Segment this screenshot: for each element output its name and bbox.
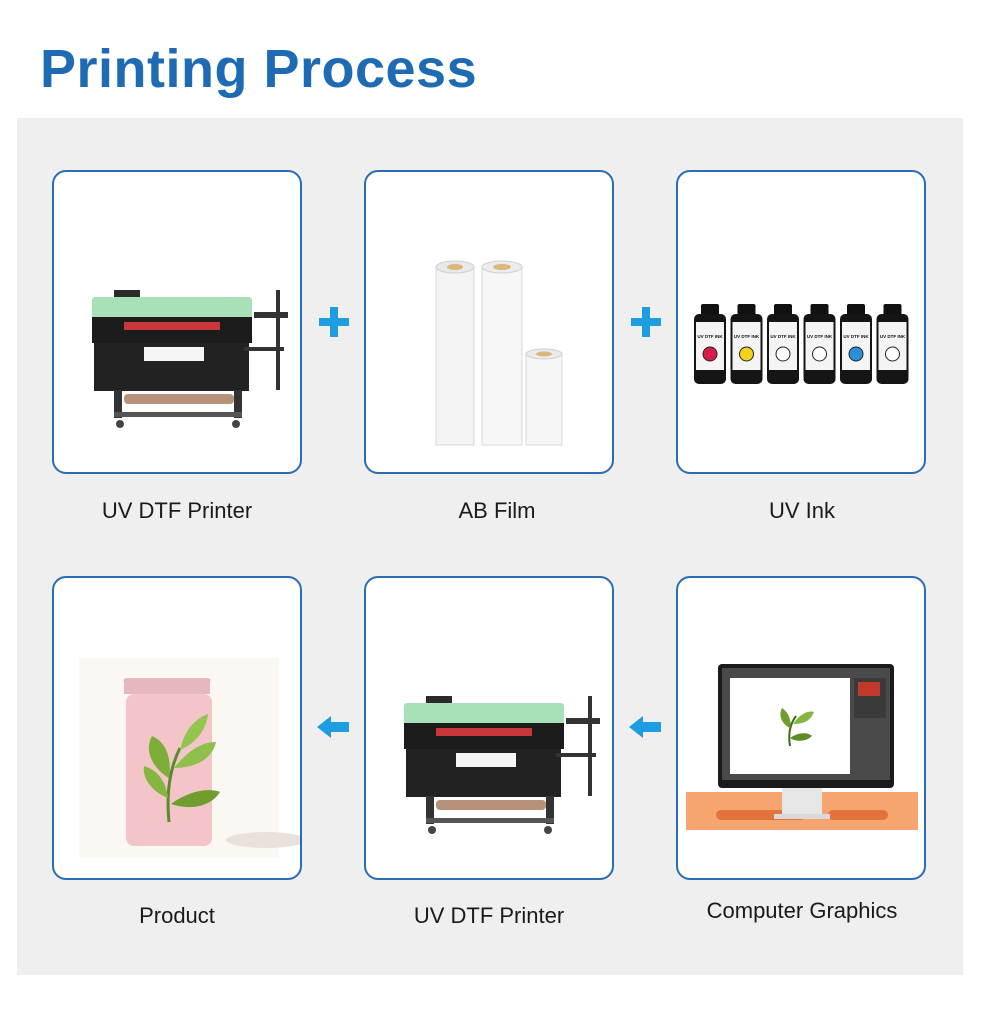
step-card-printer: [52, 170, 302, 474]
tin-box-icon: [54, 578, 300, 878]
ink-bottle-label: UV DTF INK: [807, 334, 833, 339]
step-card-printer-output: [364, 576, 614, 880]
ink-bottle-icon: UV DTF INK: [804, 304, 836, 384]
plus-icon: [317, 305, 351, 339]
step-card-product: [52, 576, 302, 880]
monitor-icon: [678, 578, 924, 878]
ink-bottle-label: UV DTF INK: [770, 334, 796, 339]
film-roll-icon: [366, 172, 612, 472]
arrow-left-icon: [315, 712, 351, 742]
ink-bottle-icon: UV DTF INK: [767, 304, 799, 384]
step-caption-printer-output: UV DTF Printer: [339, 903, 639, 929]
ink-bottle-label: UV DTF INK: [734, 334, 760, 339]
ink-bottle-label: UV DTF INK: [843, 334, 869, 339]
step-card-ink: UV DTF INK UV DTF INK UV DTF INK UV DTF INK…: [676, 170, 926, 474]
step-caption-computer: Computer Graphics: [652, 898, 952, 924]
ink-bottles-group: UV DTF INK UV DTF INK UV DTF INK UV DTF INK…: [678, 172, 924, 472]
step-card-film: [364, 170, 614, 474]
ink-bottle-icon: UV DTF INK: [877, 304, 909, 384]
step-caption-ink: UV Ink: [652, 498, 952, 524]
ink-bottle-label: UV DTF INK: [880, 334, 906, 339]
ink-bottle-icon: UV DTF INK: [694, 304, 726, 384]
printer-icon: [366, 578, 612, 878]
ink-bottle-icon: UV DTF INK: [731, 304, 763, 384]
plus-icon: [629, 305, 663, 339]
step-caption-film: AB Film: [347, 498, 647, 524]
arrow-left-icon: [627, 712, 663, 742]
step-caption-printer: UV DTF Printer: [27, 498, 327, 524]
step-card-computer: [676, 576, 926, 880]
step-caption-product: Product: [27, 903, 327, 929]
ink-bottle-icon: UV DTF INK: [840, 304, 872, 384]
page-title: Printing Process: [40, 38, 477, 100]
ink-bottle-label: UV DTF INK: [697, 334, 723, 339]
printer-icon: [54, 172, 300, 472]
